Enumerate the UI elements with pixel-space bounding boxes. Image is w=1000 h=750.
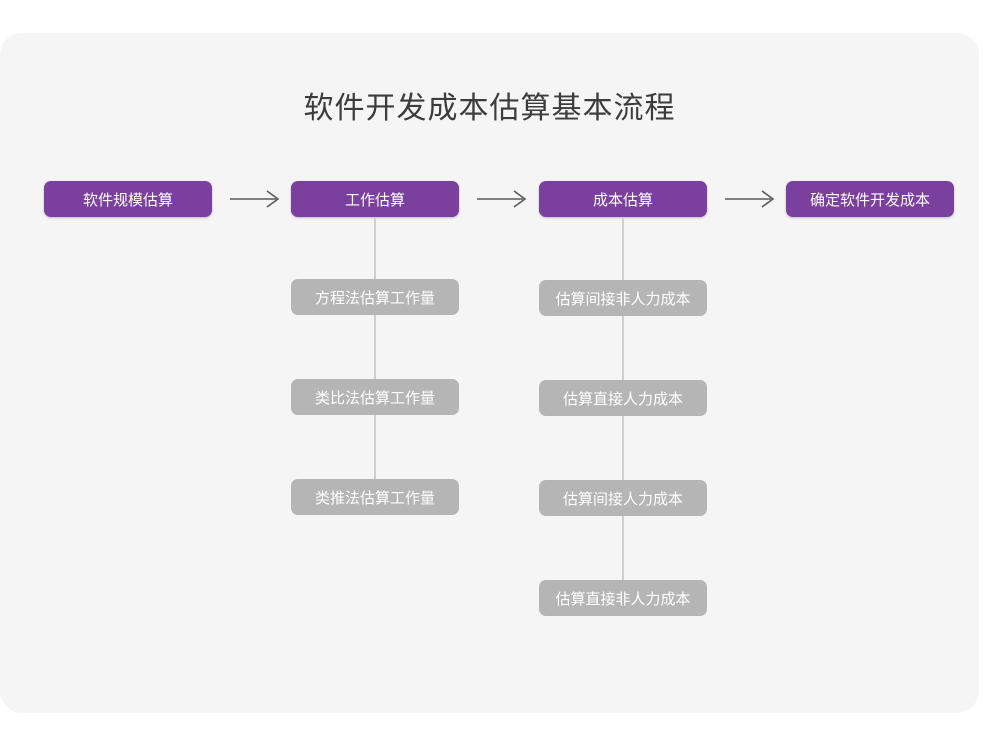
- substep-node-2-1-label: 方程法估算工作量: [314, 289, 435, 307]
- substep-node-3-2-label: 估算直接人力成本: [562, 390, 683, 408]
- stage-node-4[interactable]: 确定软件开发成本: [786, 181, 954, 217]
- stage-node-2-label: 工作估算: [344, 191, 405, 209]
- substep-node-2-1[interactable]: 方程法估算工作量: [291, 279, 459, 315]
- stage-node-1-label: 软件规模估算: [82, 191, 173, 209]
- substep-node-3-2[interactable]: 估算直接人力成本: [539, 380, 707, 416]
- substep-node-3-4[interactable]: 估算直接非人力成本: [539, 580, 707, 616]
- stage-node-2[interactable]: 工作估算: [291, 181, 459, 217]
- substep-node-3-1-label: 估算间接非人力成本: [555, 290, 691, 308]
- substep-node-3-4-label: 估算直接非人力成本: [555, 590, 691, 608]
- arrow-right-icon-1: [228, 186, 284, 212]
- stage-node-1[interactable]: 软件规模估算: [44, 181, 212, 217]
- stage-node-3-label: 成本估算: [592, 191, 653, 209]
- stage-node-4-label: 确定软件开发成本: [809, 191, 930, 209]
- connector-line-stage-2: [374, 217, 376, 515]
- substep-node-3-1[interactable]: 估算间接非人力成本: [539, 280, 707, 316]
- page-title: 软件开发成本估算基本流程: [303, 92, 676, 125]
- arrow-right-icon-2: [475, 186, 531, 212]
- stage-node-3[interactable]: 成本估算: [539, 181, 707, 217]
- substep-node-3-3-label: 估算间接人力成本: [562, 490, 683, 508]
- substep-node-2-3[interactable]: 类推法估算工作量: [291, 479, 459, 515]
- substep-node-2-2-label: 类比法估算工作量: [314, 389, 435, 407]
- diagram-card: [0, 33, 979, 713]
- arrow-right-icon-3: [723, 186, 779, 212]
- substep-node-2-2[interactable]: 类比法估算工作量: [291, 379, 459, 415]
- connector-line-stage-3: [622, 217, 624, 616]
- substep-node-2-3-label: 类推法估算工作量: [314, 489, 435, 507]
- substep-node-3-3[interactable]: 估算间接人力成本: [539, 480, 707, 516]
